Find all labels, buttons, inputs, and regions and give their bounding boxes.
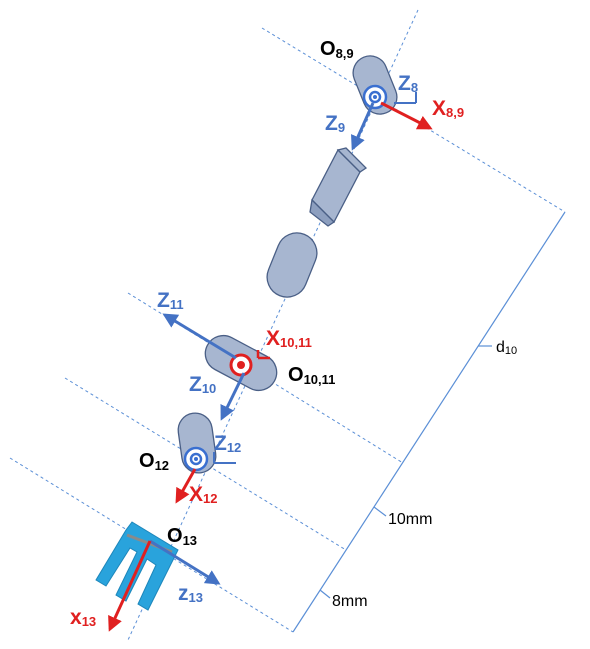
main-axis-line xyxy=(127,9,419,641)
joint-o89-cylinder xyxy=(352,55,398,115)
label-z10: Z10 xyxy=(189,373,216,396)
label-d10: d10 xyxy=(496,339,517,357)
ref-line-o89 xyxy=(261,27,566,213)
label-z11: Z11 xyxy=(157,289,184,312)
z11-arrow xyxy=(162,313,237,360)
x12-arrow xyxy=(175,468,197,504)
label-z12: Z12 xyxy=(214,432,241,455)
label-x13: x13 xyxy=(70,606,96,629)
label-z13: z13 xyxy=(178,582,203,605)
z10-arrow xyxy=(220,372,246,421)
label-10mm: 10mm xyxy=(388,511,432,528)
joint-o12-cylinder xyxy=(177,412,217,474)
dim-tick-10mm xyxy=(373,506,387,517)
label-x12: X12 xyxy=(189,483,217,506)
label-x89: X8,9 xyxy=(432,97,464,120)
square-link xyxy=(309,147,368,227)
label-o13: O13 xyxy=(167,525,197,548)
z13-arrow xyxy=(149,539,221,585)
x13-arrow xyxy=(108,540,152,632)
label-o12: O12 xyxy=(139,450,169,473)
round-link xyxy=(266,232,318,298)
label-x1011: X10,11 xyxy=(266,327,312,350)
z9-arrow xyxy=(351,102,375,151)
dimension-line xyxy=(292,211,566,633)
label-o89: O8,9 xyxy=(320,38,354,61)
label-z8: Z8 xyxy=(398,72,418,95)
ref-line-o13 xyxy=(9,457,294,633)
x89-arrow xyxy=(380,101,433,130)
dim-tick-8mm xyxy=(319,589,331,599)
label-o1011: O10,11 xyxy=(288,364,335,387)
label-z9: Z9 xyxy=(325,112,345,135)
label-8mm: 8mm xyxy=(332,593,368,610)
